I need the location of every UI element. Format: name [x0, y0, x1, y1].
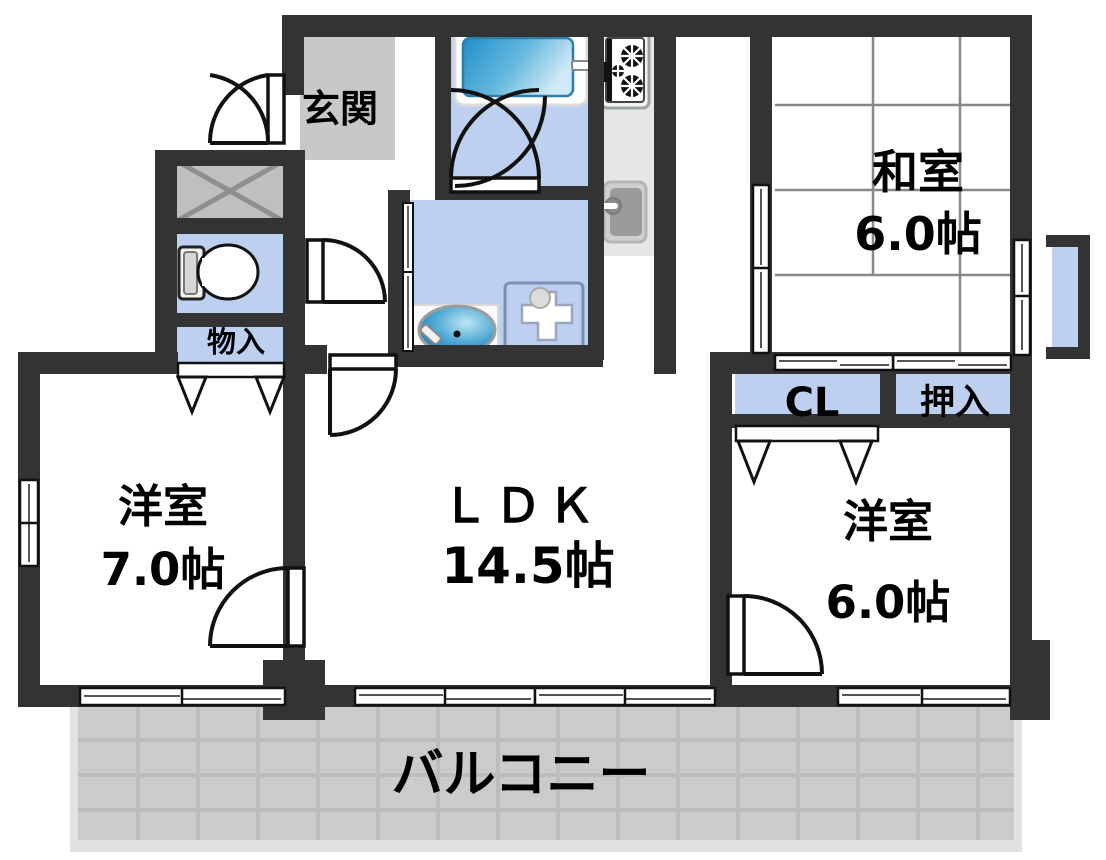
- window-washitsu-west: [751, 183, 771, 355]
- kitchen-counter: [595, 26, 654, 256]
- gas-stove-knob-bar: [603, 62, 609, 82]
- ldk-hall-door[interactable]: [328, 353, 398, 437]
- shoe-cabinet-x2: [173, 157, 287, 225]
- closet-hanger-symbols: [175, 361, 880, 487]
- label-washitsu-name: 和室: [872, 145, 964, 199]
- label-washitsu-area: 6.0帖: [854, 207, 982, 261]
- washing-machine-drain: [529, 287, 551, 309]
- balcony-area: [70, 702, 1022, 852]
- gas-stove: [599, 31, 651, 110]
- label-genkan: 玄関: [302, 87, 378, 131]
- toilet: [177, 243, 260, 301]
- label-oshiire: 押入: [920, 383, 990, 423]
- toilet-tank-lid: [183, 251, 198, 295]
- monoire-door-bar: [176, 361, 286, 379]
- label-ldk-name: ＬＤＫ: [442, 479, 601, 534]
- windows: [18, 183, 1032, 707]
- label-ldk-area: 14.5帖: [441, 537, 614, 595]
- cl-door-bar: [734, 424, 880, 443]
- window-ldk-south: [353, 686, 717, 707]
- label-bedroom-left-area: 7.0帖: [101, 543, 226, 596]
- window-bedroom-left-west: [18, 478, 40, 568]
- bedroom-right-door[interactable]: [726, 594, 824, 676]
- balcony-tile-grid: [78, 706, 1014, 840]
- toilet-bowl: [196, 243, 260, 301]
- window-washroom-west: [402, 202, 414, 352]
- kitchen-sink: [595, 180, 648, 244]
- label-bedroom-right-name: 洋室: [843, 495, 933, 548]
- gas-stove-grill: [607, 39, 612, 101]
- cl-hanger-1: [735, 439, 773, 487]
- room-fill-ldk: [330, 360, 720, 700]
- label-monoire: 物入: [207, 325, 265, 359]
- label-cl: CL: [785, 380, 840, 426]
- window-bedroom-left-south: [78, 686, 287, 707]
- monoire-hanger-1: [175, 375, 209, 417]
- window-bedroom-right-south: [836, 686, 1012, 707]
- monoire-hanger-2: [253, 375, 287, 417]
- cl-hanger-2: [837, 439, 875, 487]
- entrance-door[interactable]: [207, 69, 286, 145]
- bedroom-left-door[interactable]: [208, 566, 306, 648]
- label-balcony: バルコニー: [392, 745, 651, 805]
- fusuma-washitsu-south: [773, 353, 1013, 372]
- washbasin-faucet: [419, 323, 442, 345]
- walls: [18, 15, 1090, 720]
- door-swings: [207, 69, 824, 676]
- gas-burner-spokes: [612, 45, 643, 97]
- genkan-floor: [300, 18, 395, 160]
- toilet-door[interactable]: [305, 238, 387, 304]
- label-bedroom-right-area: 6.0帖: [826, 576, 951, 629]
- monoire-fill: [175, 325, 285, 363]
- toilet-bowl-joint: [202, 258, 210, 286]
- genkan-tile: [300, 32, 395, 160]
- room-labels: 玄関 物入 和室 6.0帖 CL 押入 洋室 6.0帖 洋室 7.0帖 ＬＤＫ …: [101, 87, 990, 805]
- washbasin-drain: [453, 330, 461, 338]
- bath-door-arc: [454, 95, 547, 188]
- shoe-cabinet: [173, 157, 287, 225]
- room-fill-bedroom-left: [40, 365, 300, 695]
- tatami-mat-lines: [775, 20, 1012, 360]
- window-washitsu-east: [1012, 238, 1032, 357]
- bathtub-basin: [461, 36, 575, 98]
- label-bedroom-left-name: 洋室: [118, 480, 208, 533]
